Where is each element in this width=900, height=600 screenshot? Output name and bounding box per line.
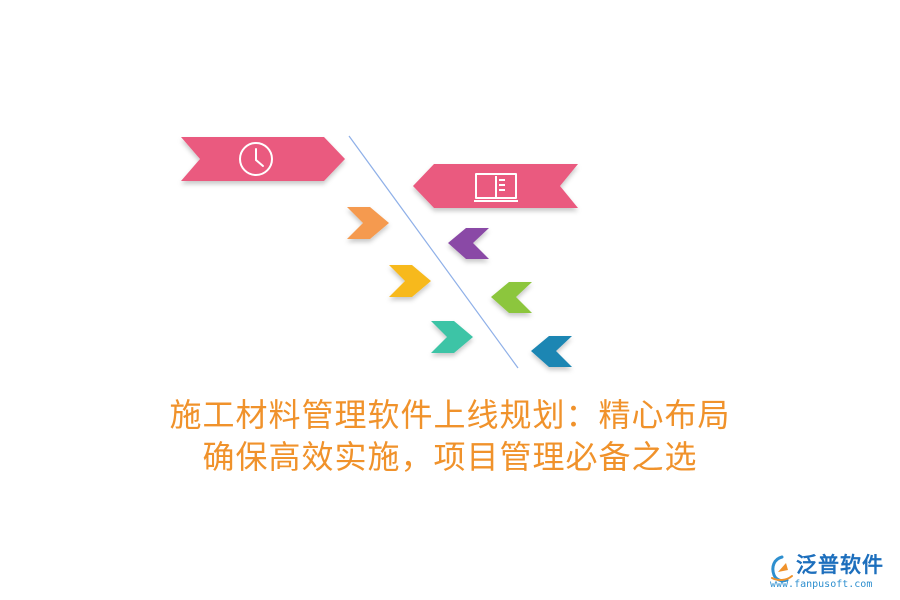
brand-name: 泛普软件: [796, 553, 884, 577]
clock-banner: [181, 137, 345, 181]
clock-icon: [239, 142, 273, 176]
chevron-yellow: [389, 265, 431, 297]
fishbone-spine: [348, 135, 519, 369]
brand-logo: 泛普软件 www.fanpusoft.com: [768, 548, 896, 596]
chevron-purple: [448, 228, 489, 259]
brand-url: www.fanpusoft.com: [770, 579, 873, 590]
chevron-blue: [531, 336, 572, 367]
title-line-2: 确保高效实施，项目管理必备之选: [202, 438, 698, 476]
open-book-icon: [474, 173, 518, 202]
chevron-teal: [431, 321, 473, 353]
brand-mark-icon: [771, 555, 793, 583]
chevron-orange: [347, 207, 389, 239]
title-line-1: 施工材料管理软件上线规划：精心布局: [169, 396, 731, 434]
chevron-green: [491, 282, 532, 313]
